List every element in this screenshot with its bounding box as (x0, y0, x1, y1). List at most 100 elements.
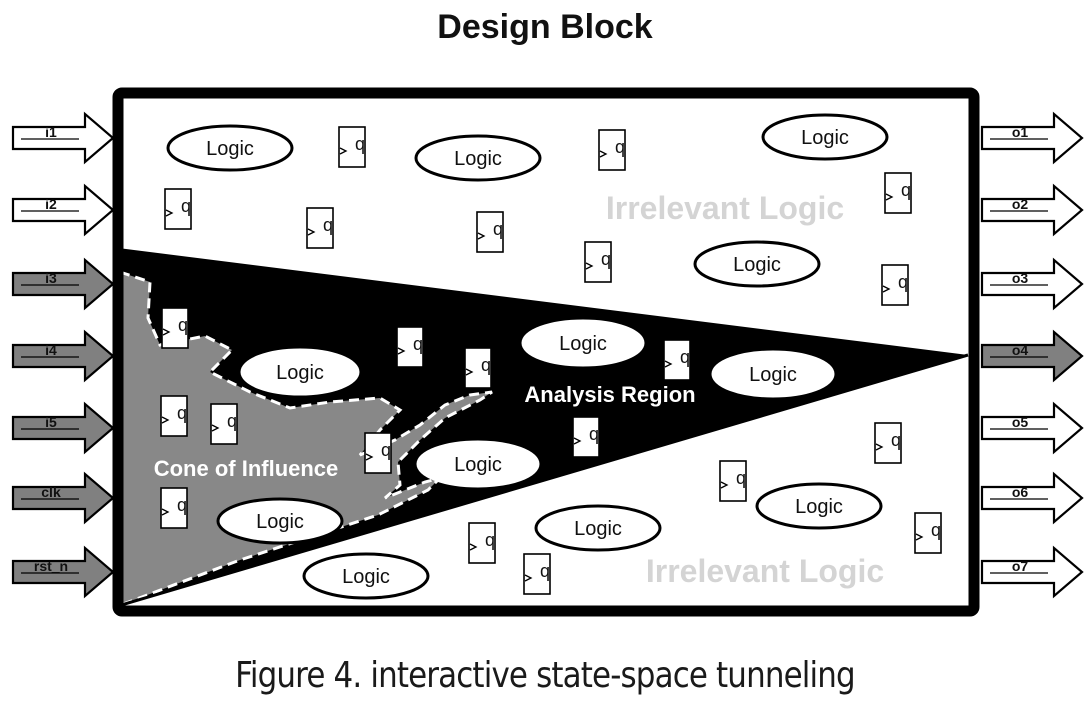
input-port-clk[interactable]: clk (11, 471, 115, 525)
flip-flop-box (663, 339, 691, 381)
flip-flop-q-label: q (177, 403, 187, 423)
output-port-o6[interactable]: o6 (980, 471, 1084, 525)
flip-flop-box (598, 129, 626, 171)
logic-label: Logic (733, 254, 781, 276)
flip-flop: q (719, 460, 747, 502)
port-arrow-icon (980, 545, 1084, 599)
logic-block: Logic (534, 504, 662, 552)
flip-flop-q-label: q (355, 134, 365, 154)
logic-label: Logic (574, 518, 622, 540)
flip-flop-q-label: q (481, 355, 491, 375)
logic-ellipse (761, 113, 889, 161)
analysis-boundary-bottom (117, 353, 969, 608)
clock-edge-icon (720, 481, 729, 489)
output-port-o7[interactable]: o7 (980, 545, 1084, 599)
flip-flop-q-label: q (485, 530, 495, 550)
port-arrow-icon (11, 401, 115, 455)
flip-flop-q-label: q (181, 196, 191, 216)
flip-flop-box (160, 487, 188, 529)
output-port-o1[interactable]: o1 (980, 111, 1084, 165)
input-port-i3[interactable]: i3 (11, 257, 115, 311)
logic-ellipse (755, 482, 883, 530)
flip-flop: q (364, 432, 392, 474)
flip-flop: q (160, 487, 188, 529)
logic-block: Logic (693, 240, 821, 288)
irrelevant-logic-label-bottom: Irrelevant Logic (646, 553, 884, 589)
clock-edge-icon (365, 453, 374, 461)
flip-flop-box (881, 264, 909, 306)
port-arrow-icon (11, 329, 115, 383)
logic-ellipse (166, 124, 294, 172)
logic-label: Logic (454, 148, 502, 170)
flip-flop-q-label: q (680, 347, 690, 367)
flip-flop-box (719, 460, 747, 502)
flip-flop-box (476, 211, 504, 253)
input-port-i2[interactable]: i2 (11, 183, 115, 237)
logic-block: Logic (711, 350, 835, 398)
flip-flop-q-label: q (323, 215, 333, 235)
logic-block: Logic (416, 440, 540, 488)
flip-flop-box (464, 347, 492, 389)
flip-flop-q-label: q (601, 249, 611, 269)
flip-flop-q-label: q (381, 440, 391, 460)
flip-flop-box (364, 432, 392, 474)
output-port-o2[interactable]: o2 (980, 183, 1084, 237)
port-arrow-icon (11, 257, 115, 311)
flip-flop: q (161, 307, 189, 349)
output-port-o4[interactable]: o4 (980, 329, 1084, 383)
flip-flop-q-label: q (931, 520, 941, 540)
flip-flop: q (572, 416, 600, 458)
input-port-i4[interactable]: i4 (11, 329, 115, 383)
clock-edge-icon (585, 262, 594, 270)
clock-edge-icon (882, 285, 891, 293)
flip-flop: q (338, 126, 366, 168)
diagram-title: Design Block (437, 8, 653, 46)
logic-label: Logic (795, 496, 843, 518)
port-arrow-icon (980, 401, 1084, 455)
flip-flop: q (468, 522, 496, 564)
flip-flop: q (210, 403, 238, 445)
input-port-rst_n[interactable]: rst_n (11, 545, 115, 599)
flip-flop-q-label: q (540, 561, 550, 581)
logic-block: Logic (755, 482, 883, 530)
logic-ellipse (521, 319, 645, 367)
clock-edge-icon (211, 424, 220, 432)
flip-flop: q (160, 395, 188, 437)
logic-label: Logic (342, 566, 390, 588)
logic-ellipse (693, 240, 821, 288)
logic-label: Logic (276, 362, 324, 384)
port-label: o1 (1012, 124, 1029, 140)
port-label: i3 (45, 270, 57, 286)
flip-flop-q-label: q (898, 272, 908, 292)
flip-flop-q-label: q (901, 180, 911, 200)
flip-flop-box (210, 403, 238, 445)
output-port-o5[interactable]: o5 (980, 401, 1084, 455)
flip-flop: q (884, 172, 912, 214)
port-arrow-icon (980, 471, 1084, 525)
port-label: clk (41, 484, 61, 500)
logic-ellipse (534, 504, 662, 552)
logic-ellipse (416, 440, 540, 488)
flip-flop-box (161, 307, 189, 349)
logic-block: Logic (521, 319, 645, 367)
port-label: i4 (45, 342, 57, 358)
output-port-o3[interactable]: o3 (980, 257, 1084, 311)
port-arrow-icon (11, 111, 115, 165)
clock-edge-icon (165, 209, 174, 217)
flip-flop-box (396, 326, 424, 368)
input-port-i5[interactable]: i5 (11, 401, 115, 455)
flip-flop-box (523, 553, 551, 595)
port-label: o3 (1012, 270, 1029, 286)
logic-ellipse (414, 134, 542, 182)
input-port-i1[interactable]: i1 (11, 111, 115, 165)
port-arrow-icon (11, 471, 115, 525)
flip-flop-q-label: q (177, 495, 187, 515)
clock-edge-icon (469, 543, 478, 551)
port-label: i1 (45, 124, 57, 140)
logic-block: Logic (216, 497, 344, 545)
flip-flop-q-label: q (736, 468, 746, 488)
logic-ellipse (240, 348, 360, 396)
flip-flop: q (914, 512, 942, 554)
flip-flop-box (468, 522, 496, 564)
